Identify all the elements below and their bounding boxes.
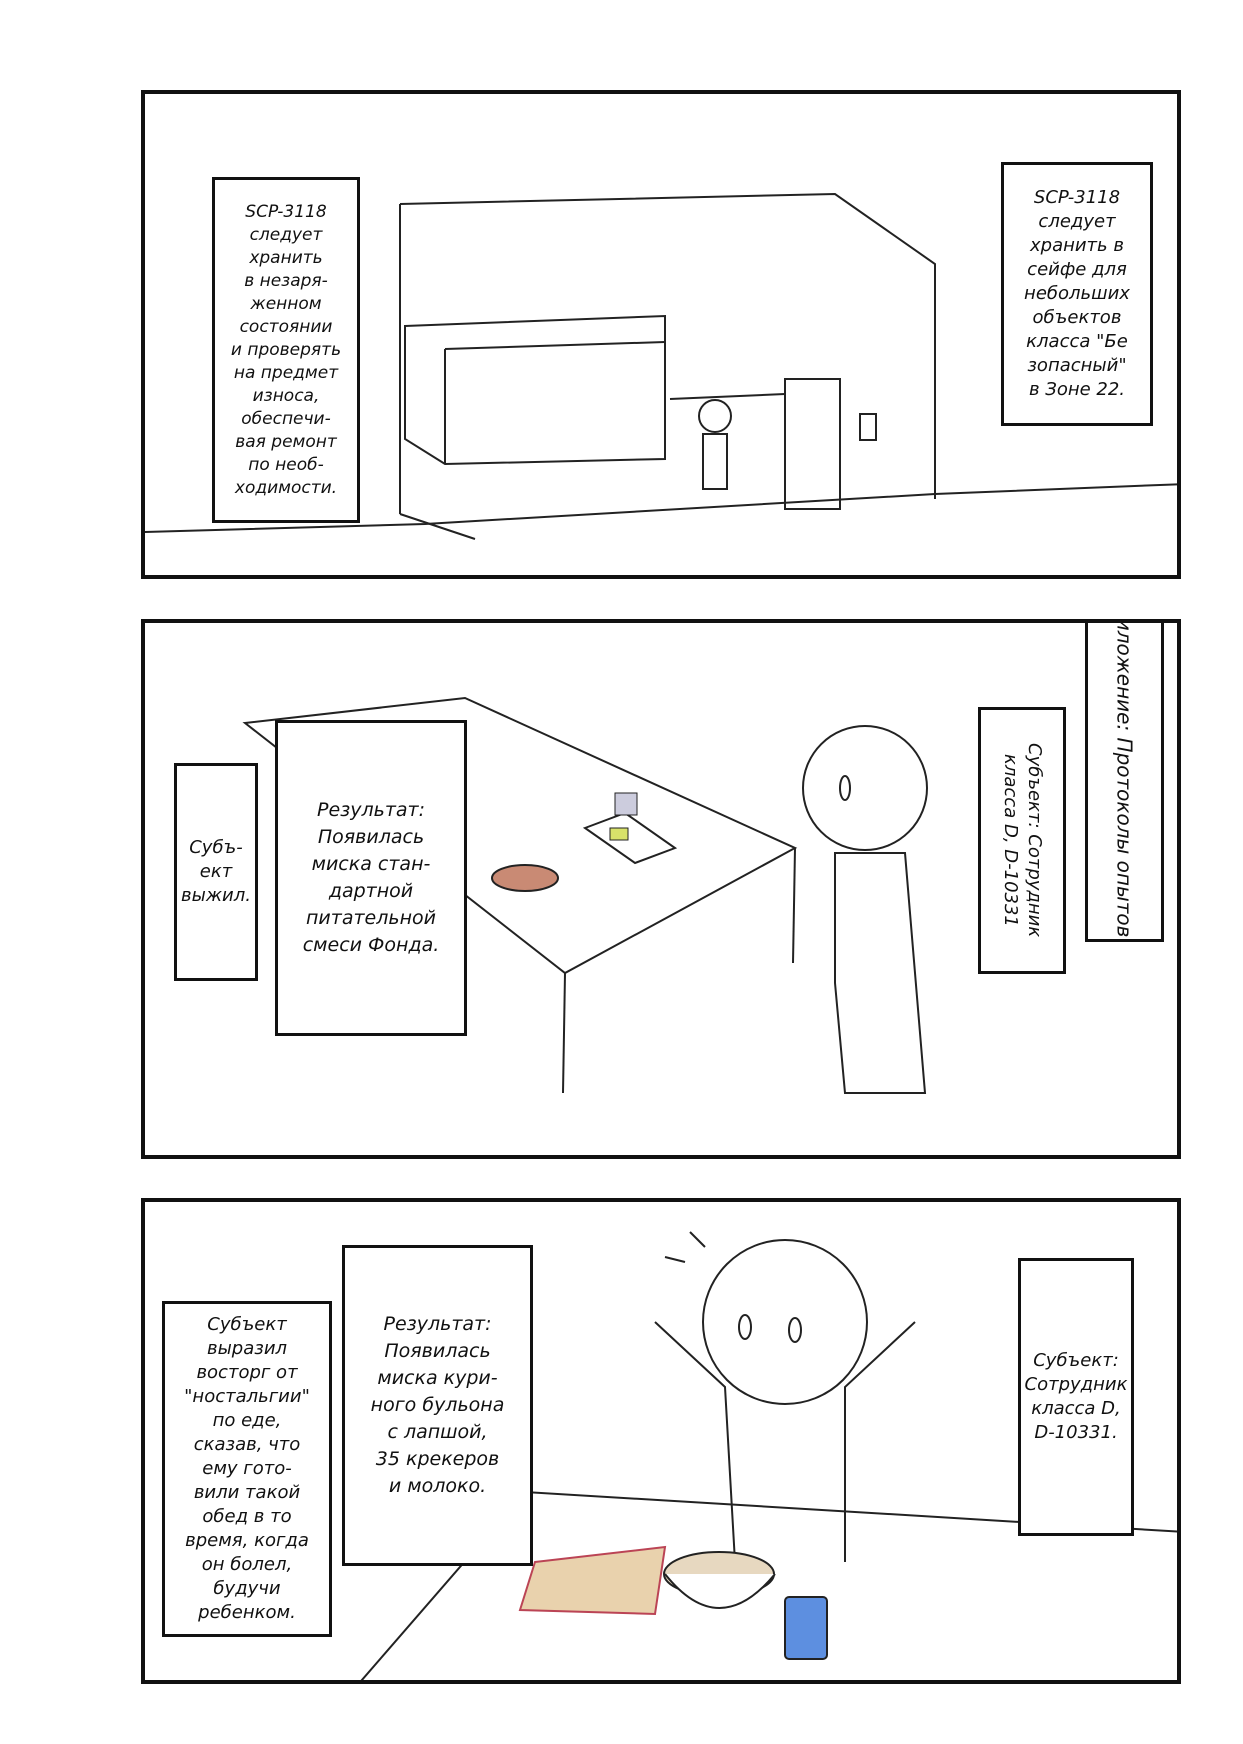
comic-panel-1: SCP-3118 следует хранить в незаря- женно… bbox=[141, 90, 1181, 579]
result-caption: Результат: Появилась миска стан- дартной… bbox=[275, 720, 467, 1036]
lockers bbox=[404, 314, 666, 466]
subject-caption: Субъект: Сотрудник класса D, D-10331 bbox=[978, 707, 1066, 974]
reaction-caption: Субъект выразил восторг от "ностальгии" … bbox=[162, 1301, 332, 1637]
containment-caption-left: SCP-3118 следует хранить в незаря- женно… bbox=[212, 177, 360, 523]
storage-room-illustration bbox=[145, 192, 1177, 540]
containment-caption-right: SCP-3118 следует хранить в сейфе для неб… bbox=[1001, 162, 1153, 426]
comic-panel-2: Приложение: Протоколы опытов Субъект: Со… bbox=[141, 619, 1181, 1159]
door bbox=[784, 378, 841, 510]
comic-panel-3: Субъект выразил восторг от "ностальгии" … bbox=[141, 1198, 1181, 1684]
milk-cup bbox=[784, 1596, 828, 1660]
person-head bbox=[698, 399, 732, 433]
survived-caption: Субъ- ект выжил. bbox=[174, 763, 258, 981]
table-food-illustration bbox=[242, 696, 928, 1094]
person-head bbox=[802, 725, 928, 851]
appendix-title: Приложение: Протоколы опытов bbox=[1085, 623, 1164, 942]
person-head bbox=[702, 1239, 868, 1405]
crackers bbox=[518, 1545, 667, 1616]
subject-caption: Субъект: Сотрудник класса D, D-10331. bbox=[1018, 1258, 1134, 1536]
result-caption: Результат: Появилась миска кури- ного бу… bbox=[342, 1245, 533, 1566]
bowl bbox=[491, 864, 559, 892]
